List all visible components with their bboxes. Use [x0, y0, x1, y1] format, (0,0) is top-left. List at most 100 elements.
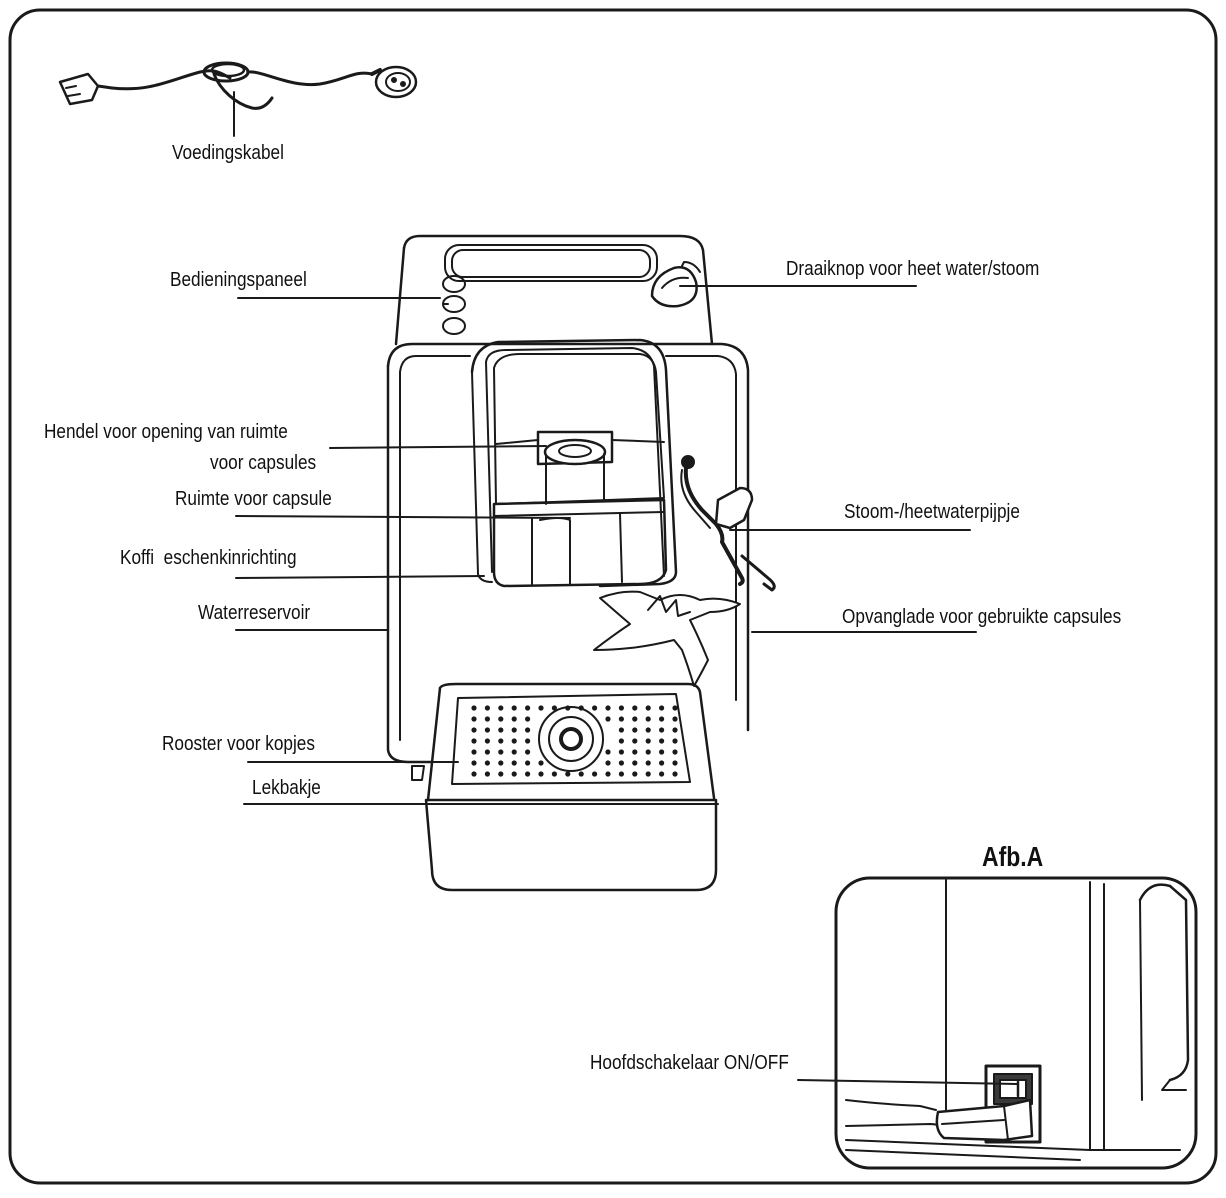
inset-afb-a: [797, 876, 1198, 1170]
grid-hole: [471, 705, 477, 711]
label-cup-grid: Rooster voor kopjes: [162, 733, 315, 755]
grid-hole: [592, 771, 598, 777]
grid-hole: [525, 749, 531, 755]
grid-hole: [659, 738, 665, 744]
grid-hole: [484, 716, 490, 722]
label-knob: Draaiknop voor heet water/stoom: [786, 258, 1040, 280]
grid-hole: [672, 760, 678, 766]
grid-hole: [672, 738, 678, 744]
grid-hole: [618, 716, 625, 722]
grid-hole: [484, 749, 490, 755]
leader-main-switch: [797, 1079, 1019, 1085]
grid-hole: [605, 716, 611, 722]
grid-hole: [525, 738, 531, 744]
grid-hole: [511, 749, 517, 755]
cup-grid-holes: [471, 705, 678, 777]
grid-hole: [471, 771, 477, 777]
control-button-3: [442, 317, 466, 335]
grid-hole: [511, 705, 517, 711]
grid-hole: [498, 749, 504, 755]
grid-hole: [659, 749, 665, 755]
grid-hole: [511, 771, 517, 777]
grid-hole: [525, 716, 531, 722]
grid-hole: [605, 705, 611, 711]
grid-hole: [645, 749, 651, 755]
grid-hole: [525, 705, 531, 711]
grid-hole: [632, 760, 638, 766]
grid-hole: [525, 760, 531, 766]
grid-hole: [471, 749, 477, 755]
leader-coffee-dispenser: [235, 575, 485, 579]
grid-hole: [525, 727, 531, 733]
label-lever-line2: voor capsules: [210, 452, 317, 474]
grid-hole: [645, 738, 651, 744]
grid-hole: [498, 760, 504, 766]
grid-hole: [632, 738, 638, 744]
label-drip-tray: Lekbakje: [252, 777, 321, 799]
grid-hole: [538, 760, 544, 766]
grid-hole: [659, 716, 665, 722]
grid-hole: [632, 727, 638, 733]
grid-hole: [618, 727, 625, 733]
grid-hole: [538, 705, 544, 711]
grid-hole: [605, 760, 611, 766]
grid-hole: [632, 771, 638, 777]
grid-hole: [659, 771, 665, 777]
cup-grid-center: [538, 706, 604, 772]
leader-lines: [235, 285, 977, 805]
coffee-machine-illustration: [375, 234, 776, 892]
grid-hole: [484, 705, 490, 711]
grid-hole: [632, 705, 638, 711]
grid-hole: [672, 716, 678, 722]
grid-hole: [659, 760, 665, 766]
grid-hole: [484, 760, 490, 766]
label-main-switch: Hoofdschakelaar ON/OFF: [590, 1052, 789, 1074]
grid-hole: [471, 738, 477, 744]
grid-hole: [659, 705, 665, 711]
grid-hole: [498, 705, 504, 711]
control-button-1: [442, 275, 466, 293]
grid-hole: [672, 705, 678, 711]
grid-hole: [618, 771, 625, 777]
grid-hole: [511, 727, 517, 733]
grid-hole: [551, 705, 558, 711]
leader-lever: [329, 445, 547, 449]
grid-hole: [498, 727, 504, 733]
grid-hole: [618, 705, 625, 711]
inset-title: Afb.A: [982, 841, 1044, 872]
label-steam-pipe: Stoom-/heetwaterpijpje: [844, 501, 1020, 523]
grid-hole: [471, 716, 477, 722]
grid-hole: [618, 760, 625, 766]
power-cord-illustration: [58, 61, 418, 137]
grid-hole: [498, 771, 504, 777]
grid-hole: [551, 771, 558, 777]
grid-hole: [471, 727, 477, 733]
grid-hole: [632, 749, 638, 755]
grid-hole: [672, 727, 678, 733]
label-capsule-space: Ruimte voor capsule: [175, 488, 332, 510]
grid-hole: [592, 705, 598, 711]
label-lever-line1: Hendel voor opening van ruimte: [44, 421, 288, 443]
grid-hole: [632, 716, 638, 722]
grid-hole: [484, 738, 490, 744]
outer-frame: [8, 8, 1218, 1185]
grid-hole: [672, 749, 678, 755]
grid-hole: [645, 716, 651, 722]
label-water-tank: Waterreservoir: [198, 602, 311, 624]
grid-hole: [605, 749, 611, 755]
grid-hole: [511, 760, 517, 766]
label-coffee-dispenser: Koffi eschenkinrichting: [120, 547, 297, 569]
grid-hole: [659, 727, 665, 733]
grid-hole: [471, 760, 477, 766]
grid-hole: [645, 760, 651, 766]
grid-hole: [565, 771, 571, 777]
grid-hole: [645, 771, 651, 777]
grid-hole: [645, 727, 651, 733]
leader-capsule-space: [235, 515, 571, 519]
label-capsule-drawer: Opvanglade voor gebruikte capsules: [842, 606, 1122, 628]
grid-hole: [511, 738, 517, 744]
grid-hole: [672, 771, 678, 777]
label-power-cord: Voedingskabel: [172, 142, 284, 164]
